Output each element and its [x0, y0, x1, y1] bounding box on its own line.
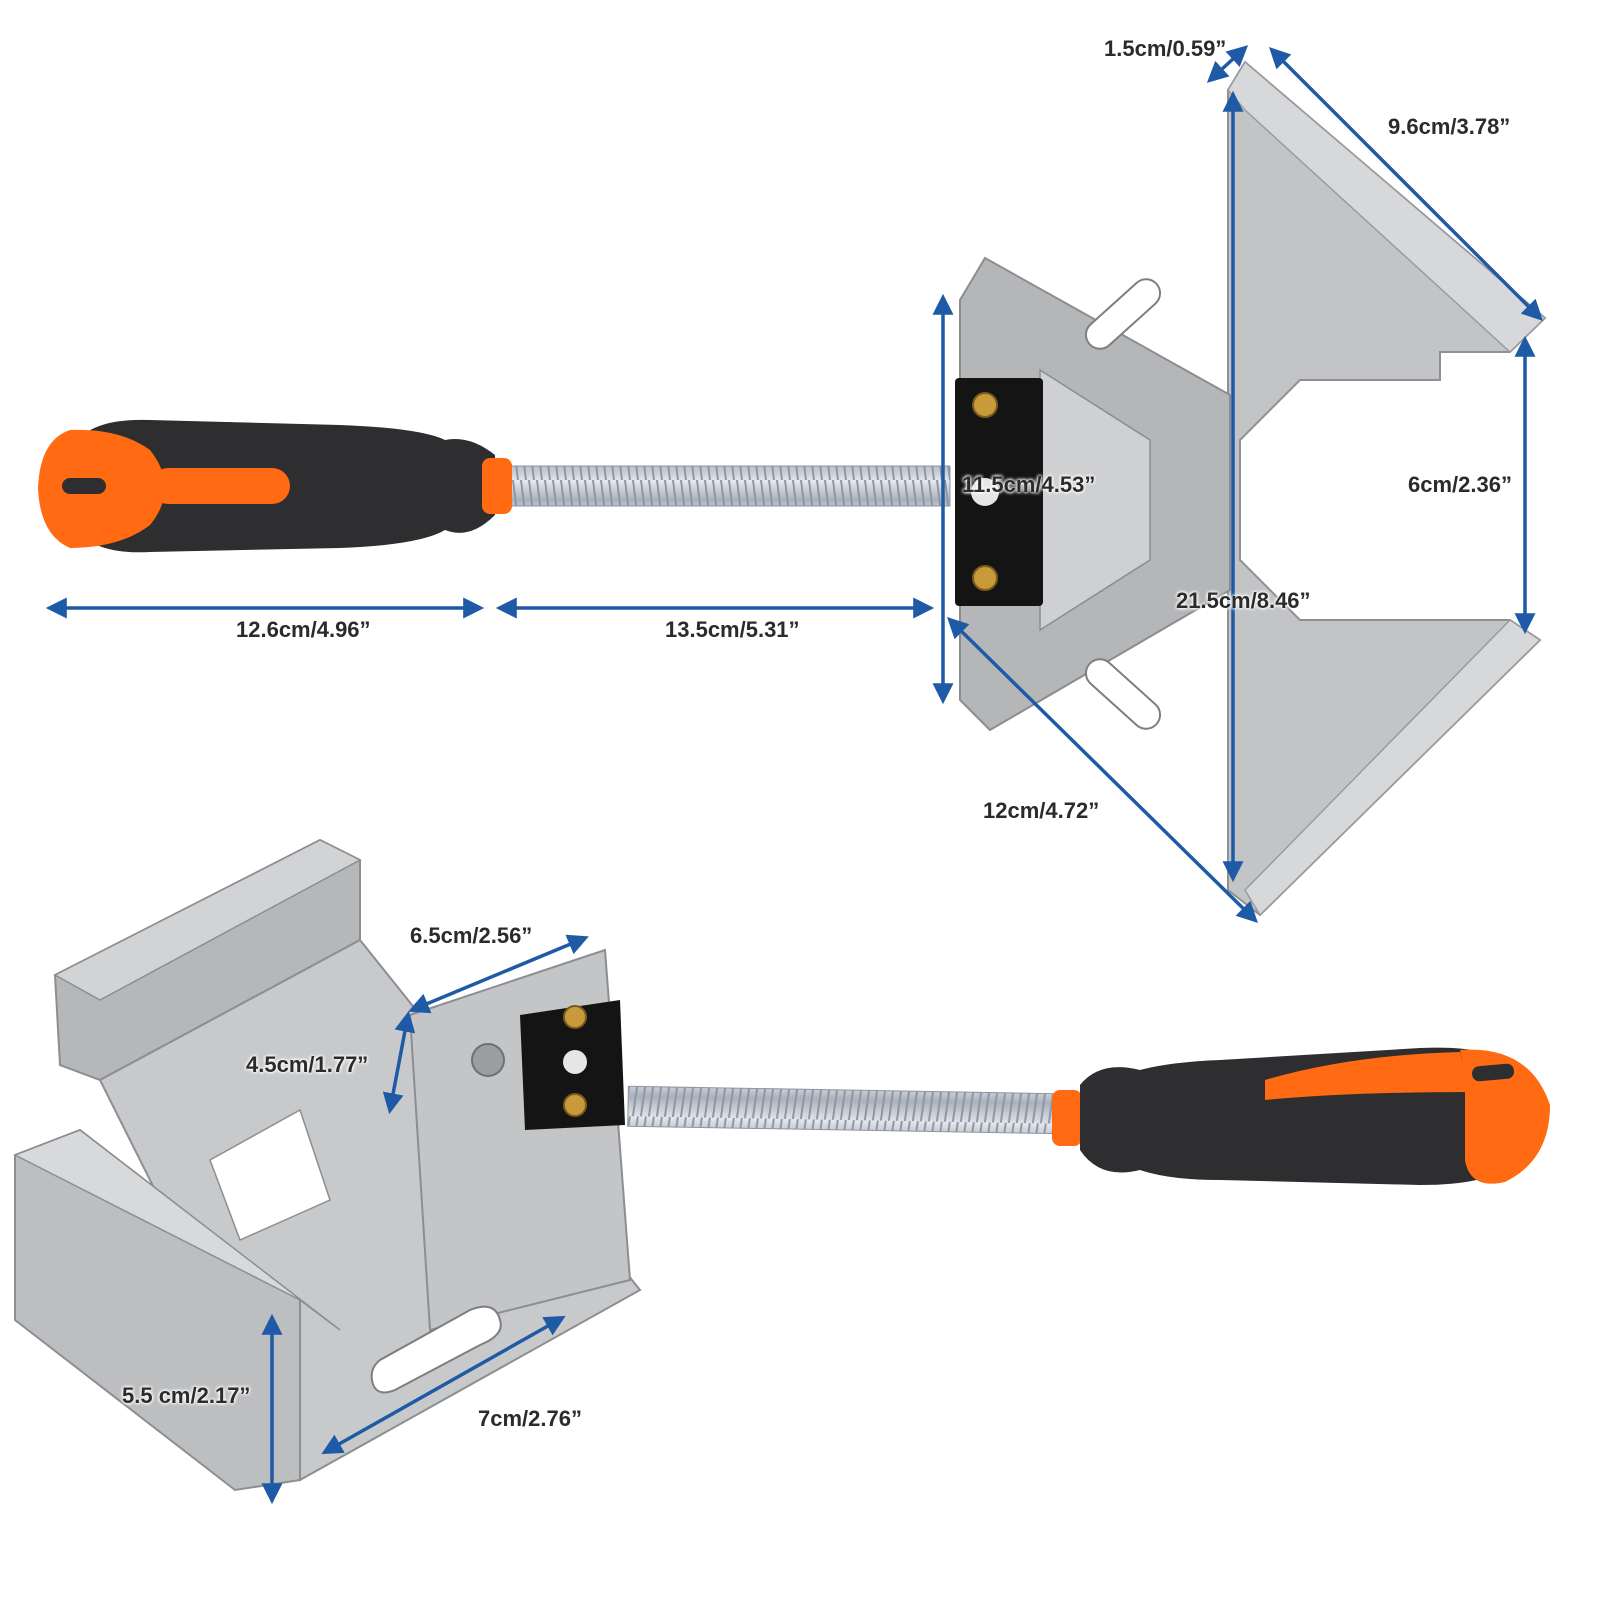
arrow-wall-thickness: [1206, 45, 1249, 83]
brass-screw-icon: [563, 1093, 587, 1117]
bottom-clamp-opening: [209, 1108, 331, 1242]
arrow-diagonal-length: [947, 617, 1258, 923]
bottom-clamp-handle-cap: [1460, 1049, 1550, 1184]
label-handle-length: 12.6cm/4.96”: [236, 617, 371, 642]
label-jaw-block-width: 6.5cm/2.56”: [410, 923, 533, 948]
bottom-clamp-ferrule: [1052, 1090, 1082, 1146]
bottom-clamp-handle-grip: [1265, 1052, 1470, 1100]
arrow-jaw-block-width: [408, 934, 589, 1014]
label-diagonal-length: 12cm/4.72”: [983, 798, 1100, 823]
top-clamp-slot-lower: [1084, 658, 1162, 730]
arrow-arm-outer-length: [1269, 47, 1543, 321]
label-jaw-height: 11.5cm/4.53”: [962, 472, 1096, 497]
label-base-depth: 7cm/2.76”: [478, 1406, 582, 1431]
top-clamp-slot-upper: [1084, 278, 1162, 350]
brass-screw-icon: [972, 565, 998, 591]
brass-screw-icon: [563, 1005, 587, 1029]
label-total-height: 21.5cm/8.46”: [1176, 588, 1311, 613]
bottom-clamp-threaded-rod: [627, 1085, 1064, 1135]
brass-screw-icon: [972, 392, 998, 418]
top-clamp-handle-grip: [150, 468, 290, 504]
bottom-clamp: [13, 838, 1550, 1492]
arrow-base-depth: [321, 1315, 566, 1455]
top-clamp-threaded-rod: [509, 465, 951, 507]
label-jaw-block-height: 4.5cm/1.77”: [246, 1052, 369, 1077]
handle-slot-icon: [1472, 1063, 1515, 1082]
top-clamp: [38, 60, 1547, 917]
pad-hole-icon: [563, 1050, 587, 1074]
dimension-arrows: [45, 45, 1543, 1505]
bottom-clamp-back-wall-top: [53, 839, 362, 1001]
label-opening-width: 6cm/2.36”: [1408, 472, 1512, 497]
pivot-hole-icon: [471, 1043, 505, 1077]
label-screw-length: 13.5cm/5.31”: [665, 617, 800, 642]
pad-hole-icon: [971, 478, 999, 506]
handle-slot-icon: [62, 478, 106, 494]
top-clamp-ferrule: [482, 458, 512, 514]
label-wall-thickness: 1.5cm/0.59”: [1104, 36, 1227, 61]
label-side-height: 5.5 cm/2.17”: [122, 1383, 251, 1408]
label-arm-outer-length: 9.6cm/3.78”: [1388, 114, 1511, 139]
arrow-jaw-block-height: [382, 1010, 416, 1115]
